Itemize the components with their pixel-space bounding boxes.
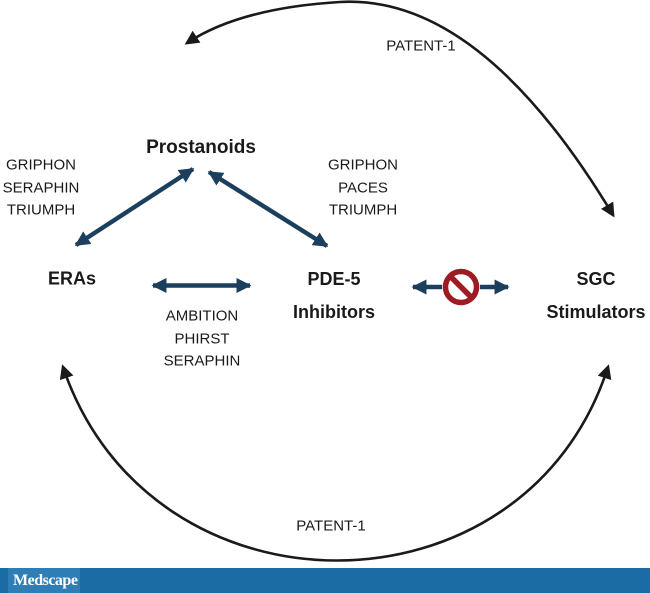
trial-name: PHIRST <box>174 329 230 347</box>
node-sgc-line1: SGC <box>576 269 616 289</box>
node-pde5-inhibitors: PDE-5 Inhibitors <box>293 263 375 329</box>
trial-name: GRIPHON <box>327 156 399 174</box>
medscape-footer-bar: Medscape <box>0 568 650 593</box>
trials-eras-prostanoids: GRIPHON SERAPHIN TRIUMPH <box>3 154 80 222</box>
bottom-arc-label: PATENT-1 <box>296 517 366 535</box>
medscape-logo-text: Medscape <box>13 571 78 589</box>
node-sgc-line2: Stimulators <box>546 302 646 322</box>
bottom-arc-double-arrow <box>59 364 612 562</box>
prostanoids-pde5-double-arrow <box>207 170 329 248</box>
node-pde5-line2: Inhibitors <box>293 302 375 322</box>
trial-name: GRIPHON <box>5 156 76 174</box>
trial-name: PACES <box>338 178 388 196</box>
trials-prostanoids-pde5: GRIPHON PACES TRIUMPH <box>328 154 398 222</box>
trial-name: TRIUMPH <box>6 201 76 219</box>
trial-name: SERAPHIN <box>2 178 80 196</box>
top-arc-double-arrow <box>184 0 615 218</box>
medscape-logo: Medscape <box>8 568 80 593</box>
eras-prostanoids-double-arrow <box>74 167 195 247</box>
node-pde5-line1: PDE-5 <box>307 269 361 289</box>
node-prostanoids: Prostanoids <box>146 137 256 158</box>
trial-name: SERAPHIN <box>163 352 241 370</box>
node-eras: ERAs <box>47 268 97 289</box>
top-arc-label: PATENT-1 <box>386 37 456 55</box>
node-sgc-stimulators: SGC Stimulators <box>546 263 645 329</box>
trials-eras-pde5: AMBITION PHIRST SERAPHIN <box>164 305 241 373</box>
no-entry-icon <box>442 268 480 306</box>
trial-name: TRIUMPH <box>328 201 398 219</box>
trial-name: AMBITION <box>165 307 239 325</box>
